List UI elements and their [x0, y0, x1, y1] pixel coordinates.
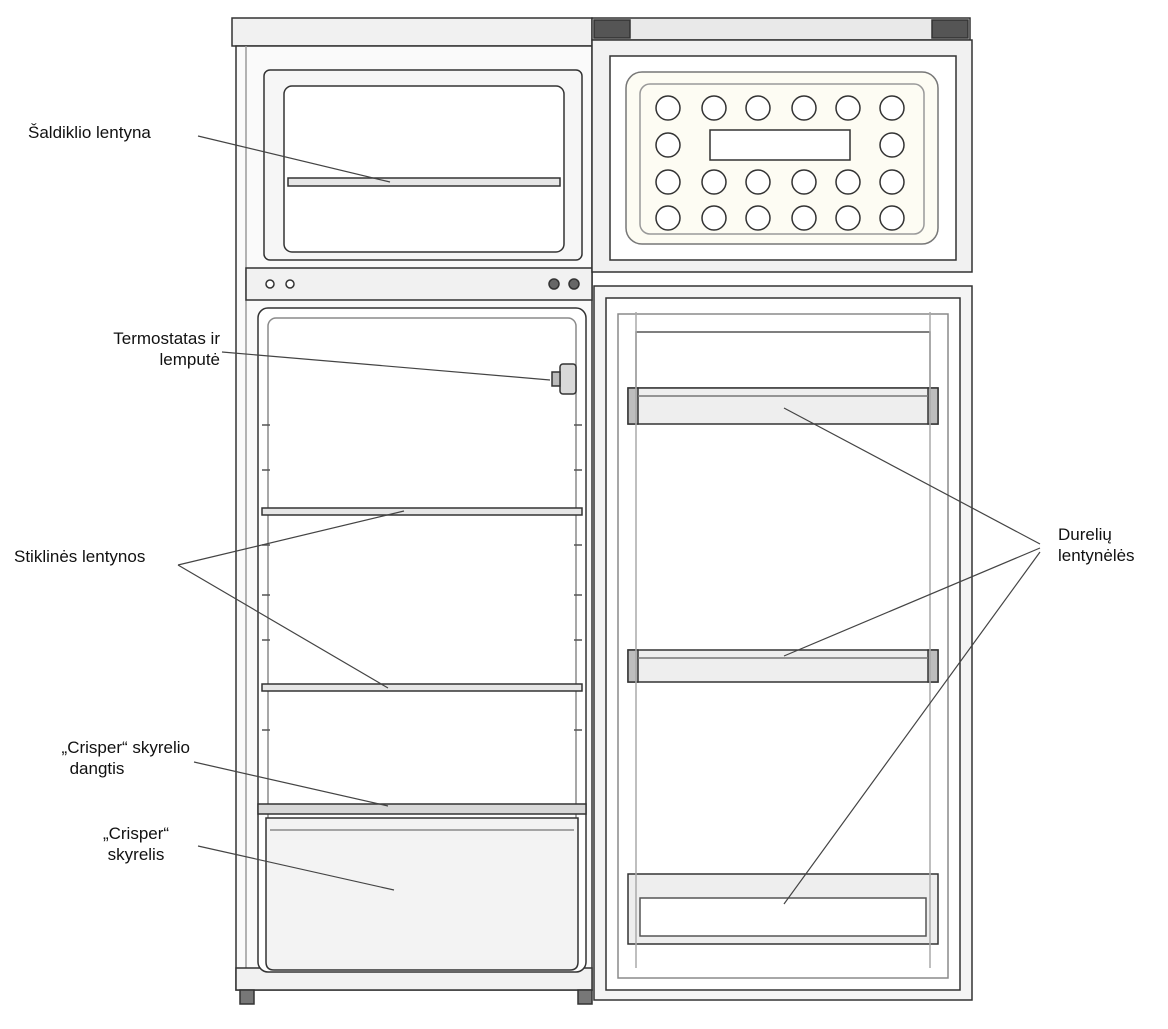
crisper-drawer [265, 817, 579, 971]
freezer-compartment [263, 69, 583, 261]
thermostat-lamp [559, 363, 577, 395]
label-door-shelves-line2: lentynėlės [1058, 546, 1135, 565]
door-shelf-middle [627, 649, 939, 683]
freezer-door [591, 17, 973, 273]
glass-shelf-lower [261, 683, 583, 692]
label-crisper-line1: „Crisper“ [102, 824, 170, 843]
label-thermostat-line2: lemputė [159, 350, 220, 369]
label-crisper: „Crisper“ skyrelis [76, 823, 196, 865]
foot-left [239, 989, 255, 1005]
crisper-cover [257, 803, 587, 815]
door-liner-dimples [655, 95, 905, 231]
label-crisper-cover-line2: dangtis [69, 759, 125, 778]
leader-door-shelf-bottom [783, 551, 1041, 905]
label-glass-shelves: Stiklinės lentynos [14, 547, 146, 566]
fridge-compartment [257, 307, 587, 973]
leader-freezer-shelf [197, 135, 391, 183]
leader-crisper [197, 845, 395, 891]
leader-glass-shelf-upper [177, 510, 405, 566]
leader-glass-shelf-lower [177, 564, 389, 689]
cabinet-top [231, 17, 593, 47]
label-door-shelves-line1: Durelių [1058, 525, 1112, 544]
door-shelf-upper [627, 387, 939, 425]
leader-thermostat [221, 351, 551, 381]
leader-door-shelf-middle [783, 547, 1041, 657]
fridge-door [593, 285, 973, 1001]
glass-shelf-upper [261, 507, 583, 516]
leader-lines [177, 135, 1041, 905]
foot-right [577, 989, 593, 1005]
label-thermostat-lamp: Termostatas ir lemputė [30, 328, 220, 370]
freezer-shelf [287, 177, 561, 187]
label-crisper-line2: skyrelis [107, 845, 165, 864]
label-crisper-cover-line1: „Crisper“ skyrelio [61, 738, 190, 757]
leader-door-shelf-upper [783, 407, 1041, 545]
divider-strip [245, 267, 593, 301]
label-door-shelves: Durelių lentynėlės [1058, 524, 1135, 566]
label-crisper-cover: „Crisper“ skyrelio dangtis [4, 737, 190, 779]
label-freezer-shelf: Šaldiklio lentyna [28, 123, 151, 142]
label-thermostat-line1: Termostatas ir [113, 329, 220, 348]
leader-crisper-cover [193, 761, 389, 807]
control-knob [548, 278, 560, 290]
